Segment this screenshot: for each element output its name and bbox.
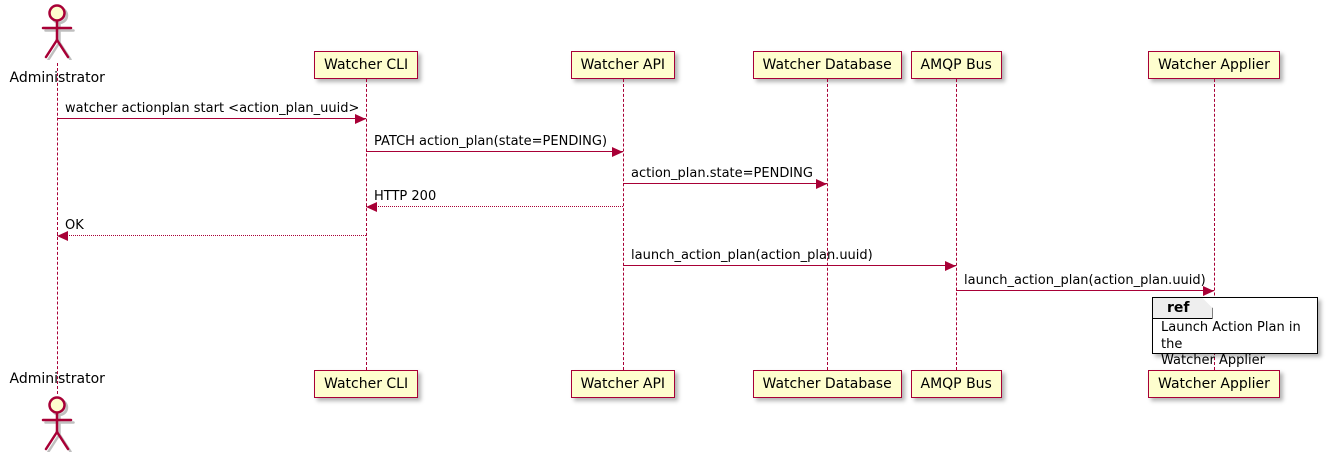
participant-box-amqp-bus-bottom[interactable]: AMQP Bus: [910, 370, 1002, 398]
participant-box-watcher-database-top[interactable]: Watcher Database: [752, 51, 902, 79]
message-label-5: OK: [65, 218, 84, 233]
message-label-7: launch_action_plan(action_plan.uuid): [964, 273, 1206, 288]
lifeline-amqp-bus: [956, 79, 957, 370]
lifeline-watcher-cli: [366, 79, 367, 370]
lifeline-watcher-database: [827, 79, 828, 370]
message-line-4: [366, 206, 623, 207]
participant-box-amqp-bus-top[interactable]: AMQP Bus: [910, 51, 1002, 79]
message-arrowhead-7: [1203, 285, 1214, 296]
lifeline-administrator: [57, 63, 58, 394]
participant-box-watcher-cli-top[interactable]: Watcher CLI: [314, 51, 419, 79]
ref-fragment-text: Launch Action Plan in the Watcher Applie…: [1161, 320, 1301, 369]
message-arrowhead-5: [57, 230, 68, 241]
message-arrowhead-3: [816, 178, 827, 189]
message-label-3: action_plan.state=PENDING: [631, 166, 813, 181]
message-line-6: [623, 265, 956, 266]
actor-administrator-top: [35, 4, 79, 61]
participant-box-watcher-cli-bottom[interactable]: Watcher CLI: [314, 370, 419, 398]
message-arrowhead-2: [612, 146, 623, 157]
participant-box-watcher-applier-bottom[interactable]: Watcher Applier: [1148, 370, 1280, 398]
stick-figure-icon: [41, 396, 75, 453]
message-arrowhead-6: [945, 260, 956, 271]
message-arrowhead-4: [366, 201, 377, 212]
participant-box-watcher-applier-top[interactable]: Watcher Applier: [1148, 51, 1280, 79]
message-line-3: [623, 183, 827, 184]
participant-box-watcher-api-top[interactable]: Watcher API: [570, 51, 676, 79]
message-label-1: watcher actionplan start <action_plan_uu…: [65, 101, 360, 116]
ref-fragment-header: ref: [1153, 298, 1213, 319]
message-line-7: [956, 290, 1214, 291]
participant-box-watcher-api-bottom[interactable]: Watcher API: [570, 370, 676, 398]
message-line-5: [57, 235, 366, 236]
participant-box-watcher-database-bottom[interactable]: Watcher Database: [752, 370, 902, 398]
message-label-2: PATCH action_plan(state=PENDING): [374, 134, 608, 149]
lifeline-watcher-applier: [1214, 79, 1215, 370]
actor-administrator-bottom: [35, 396, 79, 453]
message-label-4: HTTP 200: [374, 189, 437, 204]
message-label-6: launch_action_plan(action_plan.uuid): [631, 248, 873, 263]
message-arrowhead-1: [355, 113, 366, 124]
stick-figure-icon: [41, 4, 75, 61]
message-line-1: [57, 118, 366, 119]
lifeline-watcher-api: [623, 79, 624, 370]
message-line-2: [366, 151, 623, 152]
